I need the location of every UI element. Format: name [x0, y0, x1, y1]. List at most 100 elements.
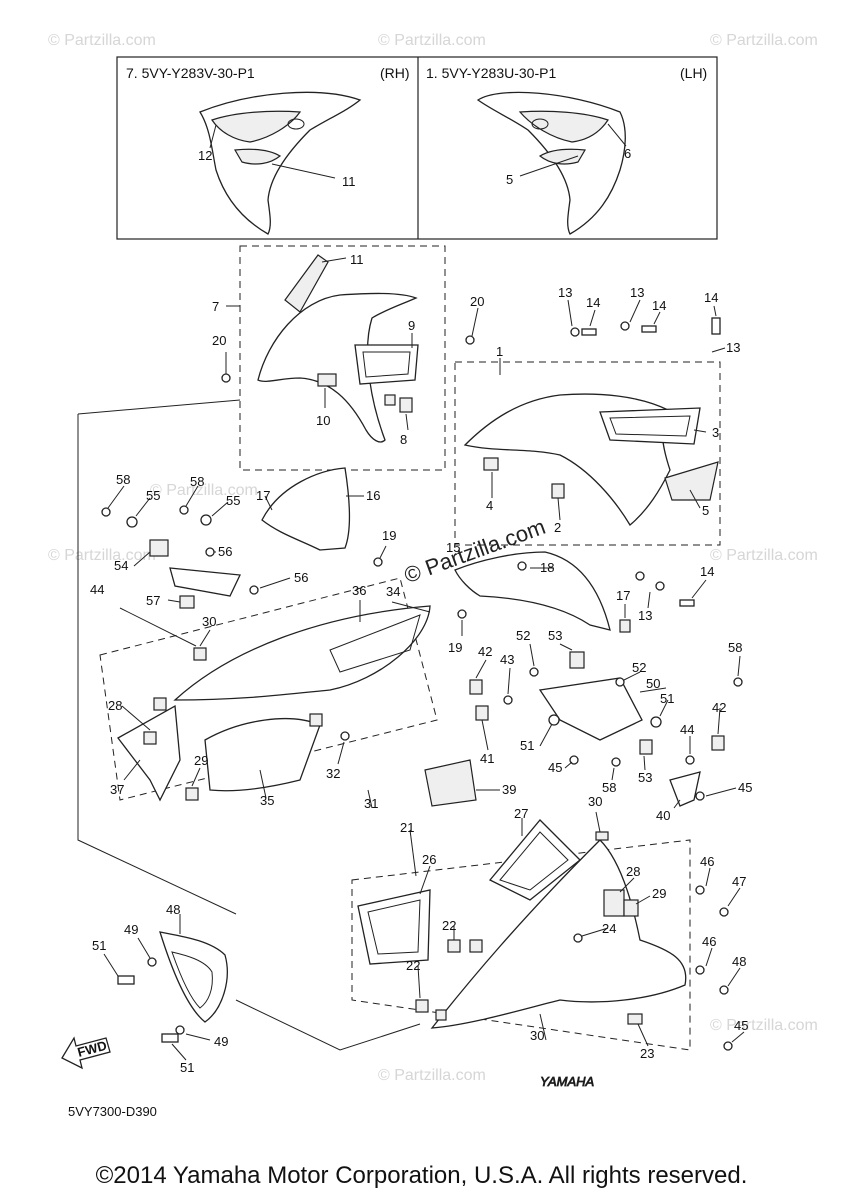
- nut-10: [317, 373, 337, 387]
- callout: 35: [260, 793, 274, 808]
- callout: 28: [626, 864, 640, 879]
- callout: 46: [700, 854, 714, 869]
- callout: 58: [602, 780, 616, 795]
- rh-decal-stripe: [211, 110, 302, 143]
- callout: 27: [514, 806, 528, 821]
- callout: 26: [422, 852, 436, 867]
- callout: 11: [342, 174, 356, 189]
- callout: 14: [652, 298, 666, 313]
- brackets-right: 42 43 52 53 52 50 51 51 41 44 42 53 45 5…: [424, 628, 752, 823]
- callout: 47: [732, 874, 746, 889]
- callout: 20: [212, 333, 226, 348]
- decal-5: [664, 461, 719, 501]
- callout: 45: [734, 1018, 748, 1033]
- callout: 17: [256, 488, 270, 503]
- callout: 19: [382, 528, 396, 543]
- callout: 53: [638, 770, 652, 785]
- callout: 14: [704, 290, 718, 305]
- fwd-label: FWD: [76, 1038, 108, 1060]
- callout: 49: [214, 1034, 228, 1049]
- callout: 44: [90, 582, 104, 597]
- callout: 17: [616, 588, 630, 603]
- callout: 15: [446, 540, 460, 555]
- callout: 51: [660, 691, 674, 706]
- callout: 51: [92, 938, 106, 953]
- callout: 2: [554, 520, 561, 535]
- callout: 43: [500, 652, 514, 667]
- bracket-27: [603, 889, 625, 917]
- callout: 51: [180, 1060, 194, 1075]
- callout: 57: [146, 593, 160, 608]
- callout: 10: [316, 413, 330, 428]
- watermark: © Partzilla.com: [150, 482, 258, 499]
- callout: 23: [640, 1046, 654, 1061]
- callout: 22: [406, 958, 420, 973]
- callout: 13: [558, 285, 572, 300]
- callout: 37: [110, 782, 124, 797]
- callout: 46: [702, 934, 716, 949]
- callout: 21: [400, 820, 414, 835]
- watermark: © Partzilla.com: [710, 32, 818, 49]
- cover-47: [159, 931, 228, 1023]
- bracket-40: [669, 771, 701, 807]
- callout: 34: [386, 584, 400, 599]
- group-31-under-cover: 44 30 28 29 37 35 32 34 36 31: [90, 577, 438, 811]
- watermark: © Partzilla.com: [378, 1067, 486, 1084]
- grommet-2: [551, 483, 565, 499]
- watermark: © Partzilla.com: [48, 547, 156, 564]
- callout: 40: [656, 808, 670, 823]
- callout: 39: [502, 782, 516, 797]
- nut-8: [399, 397, 413, 413]
- callout: 31: [364, 796, 378, 811]
- callout: 8: [400, 432, 407, 447]
- callout: 48: [732, 954, 746, 969]
- callout: 30: [202, 614, 216, 629]
- panel-rh-code: 7. 5VY-Y283V-30-P1: [126, 65, 255, 81]
- decal-11: [284, 254, 329, 313]
- callout: 42: [478, 644, 492, 659]
- callout: 13: [630, 285, 644, 300]
- inner-panel-15: [454, 551, 611, 631]
- diagram-code: 5VY7300-D390: [68, 1104, 157, 1119]
- nut-4: [483, 457, 499, 471]
- rh-decal-lower: [234, 148, 282, 165]
- callout: 16: [366, 488, 380, 503]
- callout: 30: [588, 794, 602, 809]
- callout: 51: [520, 738, 534, 753]
- assembly-outlines: [77, 399, 421, 1051]
- bracket-38: [117, 704, 181, 802]
- group-7-rh-upper-cover: 7 11 9 10 8 20: [212, 245, 446, 471]
- callout: 6: [624, 146, 631, 161]
- fwd-arrow-icon: FWD: [61, 1036, 111, 1070]
- callout: 11: [350, 252, 364, 267]
- watermark: © Partzilla.com: [710, 547, 818, 564]
- callout: 56: [294, 570, 308, 585]
- panel-lh-side: (LH): [680, 65, 707, 81]
- lh-decal-lower: [538, 148, 586, 165]
- callout: 49: [124, 922, 138, 937]
- callout: 45: [738, 780, 752, 795]
- lower-cowl-30: [430, 839, 687, 1029]
- callout: 58: [116, 472, 130, 487]
- callout: 20: [470, 294, 484, 309]
- callout: 52: [632, 660, 646, 675]
- callout: 9: [408, 318, 415, 333]
- callout: 42: [712, 700, 726, 715]
- copyright-notice: ©2014 Yamaha Motor Corporation, U.S.A. A…: [95, 1162, 748, 1189]
- callout: 30: [530, 1028, 544, 1043]
- callout: 45: [548, 760, 562, 775]
- callout: 44: [680, 722, 694, 737]
- under-cover-35: [173, 605, 431, 701]
- callout: 13: [726, 340, 740, 355]
- duct-39: [424, 759, 477, 807]
- group-21-lower-cowling: YAMAHA 21 27 26 30 28 29 24 22 22 23 30 …: [351, 794, 748, 1089]
- callout: 28: [108, 698, 122, 713]
- callout: 3: [712, 425, 719, 440]
- callout: 58: [728, 640, 742, 655]
- watermark: © Partzilla.com: [378, 32, 486, 49]
- callout: 56: [218, 544, 232, 559]
- duct-25: [488, 819, 581, 901]
- callout: 58: [190, 474, 204, 489]
- callout: 5: [506, 172, 513, 187]
